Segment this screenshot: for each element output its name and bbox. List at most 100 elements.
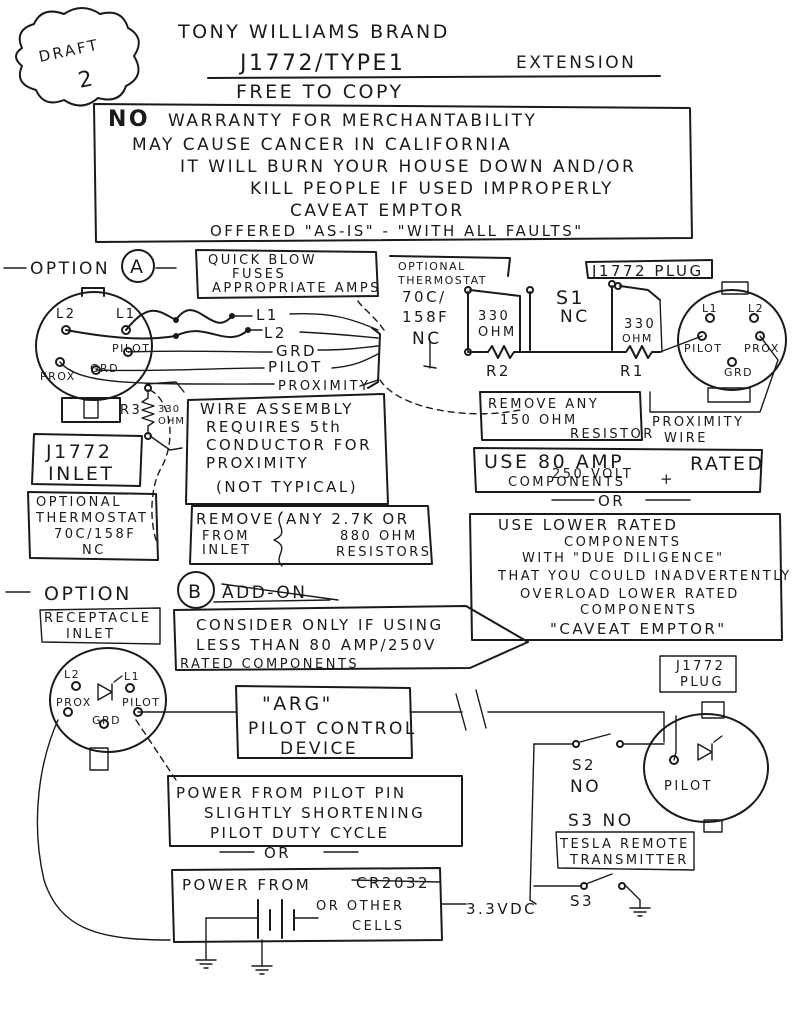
plug-b-label-2: PLUG: [680, 675, 724, 690]
option-a-letter: A: [130, 256, 146, 278]
receptacle-2: INLET: [66, 627, 115, 642]
r2-value-1: 330: [478, 309, 510, 324]
plug-b-label-1: J1772: [675, 659, 725, 674]
inlet-b-pin-pilot: PILOT: [122, 696, 161, 709]
plug-a-label: J1772 PLUG: [591, 262, 704, 280]
thermo-left-4: NC: [82, 543, 106, 558]
inlet-b-pin-grd: GRD: [92, 714, 121, 727]
remove-150-2: 150 OHM: [500, 413, 578, 428]
option-b-plug: PILOT: [643, 701, 769, 833]
option-a-circle: [121, 249, 155, 283]
inlet-b-pin-l1: L1: [124, 670, 140, 683]
prox-wire-1: PROXIMITY: [652, 415, 744, 430]
s2-label: S2: [572, 756, 596, 774]
fuse-note-3: APPROPRIATE AMPS: [212, 281, 381, 296]
wire-label-l2: L2: [264, 324, 287, 342]
power-pilot-2: SLIGHTLY SHORTENING: [204, 804, 425, 822]
option-b-letter: B: [188, 581, 204, 603]
use-lower-5: OVERLOAD LOWER RATED: [520, 587, 740, 602]
thermo-right-1: OPTIONAL: [398, 260, 466, 273]
draft-badge: DRAFT 2: [15, 7, 140, 107]
option-a-plug: L1 L2 PILOT PROX GRD: [677, 281, 787, 403]
remove-150-3: RESISTOR: [570, 427, 655, 442]
r1-label: R1: [620, 362, 645, 380]
remove-note-1: REMOVE: [196, 510, 275, 528]
title-brand: TONY WILLIAMS BRAND: [177, 21, 450, 43]
plug-a-pin-l2: L2: [748, 302, 764, 315]
consider-3: RATED COMPONENTS: [180, 657, 359, 672]
disclaimer-box: NO WARRANTY FOR MERCHANTABILITY MAY CAUS…: [93, 103, 693, 243]
r3-value-2: OHM: [158, 416, 185, 427]
prox-wire-2: WIRE: [664, 431, 708, 446]
disclaimer-line-1: WARRANTY FOR MERCHANTABILITY: [168, 111, 537, 131]
consider-1: CONSIDER ONLY IF USING: [196, 616, 444, 634]
disclaimer-line-6: OFFERED "AS-IS" - "WITH ALL FAULTS": [210, 222, 584, 240]
power-cell-1: POWER FROM: [182, 876, 311, 894]
remove-150-1: REMOVE ANY: [488, 397, 599, 412]
r3-label: R3: [120, 403, 142, 418]
remove-note-3: INLET: [202, 543, 251, 558]
remove-note-4: ANY 2.7K OR: [286, 510, 410, 528]
remove-note-6: RESISTORS: [336, 545, 432, 560]
thermo-left-2: THERMOSTAT: [35, 511, 148, 526]
inlet-a-pin-grd: GRD: [90, 362, 119, 375]
inlet-a-pin-pilot: PILOT: [112, 342, 151, 355]
disclaimer-no: NO: [108, 107, 150, 132]
option-a-label: OPTION: [30, 259, 110, 279]
wire-note-4: PROXIMITY: [206, 454, 309, 472]
remove-note-2: FROM: [202, 529, 250, 544]
title-extension: EXTENSION: [516, 53, 636, 73]
inlet-a-pin-l1: L1: [116, 307, 137, 322]
inlet-label-2: INLET: [48, 463, 115, 485]
inlet-label-1: J1772: [45, 441, 112, 463]
wire-label-pilot: PILOT: [268, 358, 323, 376]
disclaimer-line-3: IT WILL BURN YOUR HOUSE DOWN AND/OR: [180, 157, 636, 177]
s1-label: S1: [556, 287, 585, 309]
r3-value-1: 330: [158, 404, 180, 415]
use-lower-3: WITH "DUE DILIGENCE": [522, 551, 725, 566]
title-main: J1772/TYPE1: [238, 51, 405, 76]
inlet-b-pin-l2: L2: [64, 668, 80, 681]
wire-label-l1: L1: [256, 306, 279, 324]
wire-note-3: CONDUCTOR FOR: [206, 436, 372, 454]
power-cell-4: CELLS: [352, 919, 405, 934]
fuse-note-2: FUSES: [232, 267, 286, 282]
power-cell-2: CR2032: [356, 874, 430, 892]
or-b: OR: [264, 844, 291, 862]
plug-b-pilot: PILOT: [664, 779, 713, 794]
remove-note-5: 880 OHM: [340, 529, 418, 544]
use-lower-6: COMPONENTS: [580, 603, 697, 618]
wire-note-5: (NOT TYPICAL): [216, 478, 358, 496]
plug-a-pin-l1: L1: [702, 302, 718, 315]
use-lower-7: "CAVEAT EMPTOR": [550, 620, 727, 638]
option-b-addon: ADD-ON: [222, 583, 308, 603]
thermo-right-2: THERMOSTAT: [397, 274, 487, 287]
r1-value-2: OHM: [622, 332, 653, 345]
thermo-left-1: OPTIONAL: [36, 495, 122, 510]
use-lower-4: THAT YOU COULD INADVERTENTLY: [497, 569, 792, 584]
thermo-left-3: 70C/158F: [54, 527, 136, 542]
plug-a-pin-pilot: PILOT: [684, 342, 723, 355]
r2-value-2: OHM: [478, 325, 517, 340]
disclaimer-line-2: MAY CAUSE CANCER IN CALIFORNIA: [132, 135, 512, 155]
wire-note-2: REQUIRES 5th: [206, 418, 342, 436]
use-80-1: USE 80 AMP: [484, 451, 624, 473]
r1-value-1: 330: [624, 317, 656, 332]
wire-label-grd: GRD: [276, 342, 317, 360]
use-80-4: COMPONENTS: [508, 475, 625, 490]
wire-label-proximity: PROXIMITY: [278, 379, 370, 394]
option-a-inlet: L2 L1 PILOT PROX GRD: [35, 287, 153, 423]
arg-label-3: DEVICE: [280, 739, 358, 759]
inlet-b-pin-prox: PROX: [56, 696, 92, 709]
fuse-note-1: QUICK BLOW: [208, 253, 317, 268]
thermo-right-4: 158F: [402, 308, 449, 326]
tesla-1: TESLA REMOTE: [559, 837, 690, 852]
tesla-2: TRANSMITTER: [569, 853, 689, 868]
draft-number: 2: [76, 66, 97, 94]
thermo-right-3: 70C/: [402, 288, 447, 306]
power-pilot-3: PILOT DUTY CYCLE: [210, 824, 390, 842]
arg-label: "ARG": [262, 693, 333, 715]
disclaimer-line-4: KILL PEOPLE IF USED IMPROPERLY: [250, 179, 614, 199]
